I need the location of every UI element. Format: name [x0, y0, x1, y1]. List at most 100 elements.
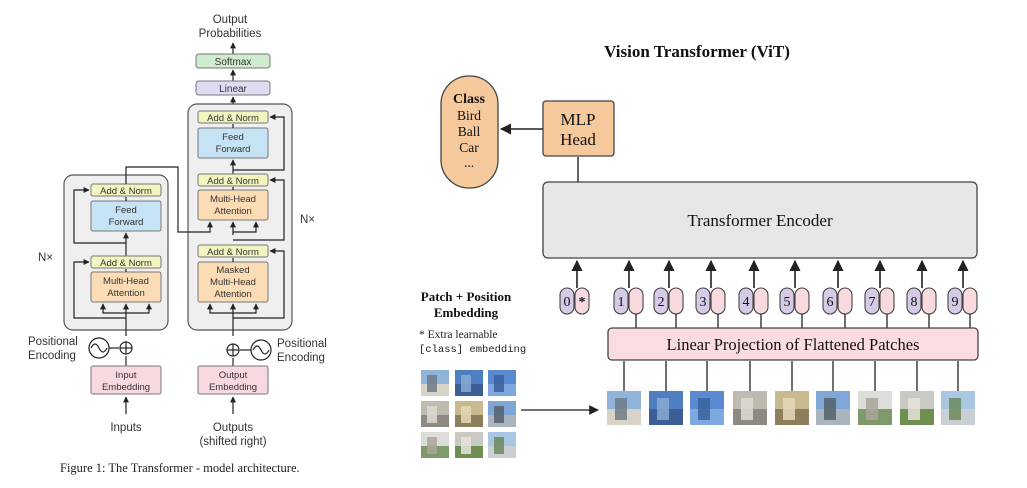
- class-output-pill: [440, 75, 499, 189]
- encoder-residual-1: [73, 259, 126, 319]
- decoder-feed-forward-label-1: Feed: [222, 132, 244, 143]
- position-number-7: 7: [869, 295, 876, 310]
- output-embedding-label-1: Output: [219, 370, 248, 381]
- figure-caption: Figure 1: The Transformer - model archit…: [60, 461, 300, 475]
- position-number-8: 8: [911, 295, 918, 310]
- encoder-block: [63, 174, 169, 331]
- position-token-7: [864, 287, 880, 315]
- position-number-4: 4: [743, 295, 750, 310]
- position-number-5: 5: [784, 295, 791, 310]
- masked-attention-label-2: Multi-Head: [210, 277, 256, 288]
- output-embedding-label-2: Embedding: [209, 382, 257, 393]
- class-item-bird: Bird: [457, 108, 481, 123]
- patch-token-6: [837, 287, 853, 315]
- decoder-feed-forward-label-2: Forward: [216, 144, 251, 155]
- position-token-3: [695, 287, 711, 315]
- decoder-residual-2: [233, 177, 285, 241]
- position-number-2: 2: [658, 295, 665, 310]
- encoder-add-norm-1-label: Add & Norm: [100, 258, 152, 269]
- outputs-label-2: (shifted right): [199, 436, 266, 448]
- position-number-0: 0: [564, 295, 571, 310]
- linear-projection-box: [607, 327, 979, 361]
- transformer-encoder-label: Transformer Encoder: [687, 211, 833, 230]
- image-patch-4: [733, 391, 767, 425]
- encoder-residual-2: [73, 187, 126, 244]
- encoder-add-norm-1: [90, 255, 162, 269]
- decoder-pos-enc-label-2: Encoding: [277, 352, 325, 364]
- grid-patch-1: [421, 370, 449, 396]
- patch-token-4: [753, 287, 769, 315]
- transformer-diagram: Output Probabilities Softmax Linear N× N…: [28, 14, 327, 475]
- grid-patch-4: [421, 401, 449, 427]
- output-probabilities-label-1: Output: [213, 14, 248, 26]
- image-patch-8: [900, 391, 934, 425]
- position-token-9: [947, 287, 963, 315]
- image-patch-grid: [421, 370, 516, 458]
- vit-title: Vision Transformer (ViT): [604, 42, 790, 61]
- output-probabilities-label-2: Probabilities: [199, 28, 262, 40]
- patch-token-0: [574, 287, 590, 315]
- decoder-add-norm-1: [197, 244, 269, 258]
- patch-position-label-2: Embedding: [434, 305, 499, 320]
- encoder-mha-label-2: Attention: [107, 288, 145, 299]
- grid-patch-7: [421, 432, 449, 458]
- position-number-3: 3: [700, 295, 707, 310]
- patch-token-3: [710, 287, 726, 315]
- masked-attention-label-3: Attention: [214, 289, 252, 300]
- grid-patch-5: [455, 401, 483, 427]
- input-embedding-label-1: Input: [115, 370, 136, 381]
- class-item-car: Car: [459, 140, 479, 155]
- linear-projection-label: Linear Projection of Flattened Patches: [667, 335, 920, 354]
- inputs-label: Inputs: [110, 422, 142, 434]
- transformer-encoder-box: [542, 181, 978, 259]
- decoder-add-norm-2: [197, 173, 269, 187]
- grid-patch-3: [488, 370, 516, 396]
- decoder-pos-enc-label-1: Positional: [277, 338, 327, 350]
- decoder-residual-1: [233, 248, 285, 319]
- encoder-mha-label-1: Multi-Head: [103, 276, 149, 287]
- patch-token-8: [921, 287, 937, 315]
- position-number-1: 1: [618, 295, 625, 310]
- decoder-mha-label-1: Multi-Head: [210, 194, 256, 205]
- position-token-8: [906, 287, 922, 315]
- decoder-input-arrow-right: [233, 303, 259, 314]
- masked-attention-label-1: Masked: [216, 265, 249, 276]
- encoder-nx-label: N×: [38, 252, 53, 264]
- image-patch-9: [941, 391, 975, 425]
- grid-patch-2: [455, 370, 483, 396]
- decoder-add-norm-1-label: Add & Norm: [207, 247, 259, 258]
- patch-token-9: [962, 287, 978, 315]
- position-token-2: [653, 287, 669, 315]
- linear-label: Linear: [219, 84, 247, 95]
- class-embedding-label: [class] embedding: [419, 344, 526, 356]
- encoder-feed-forward-label-1: Feed: [115, 205, 137, 216]
- image-patch-3: [690, 391, 724, 425]
- position-token-4: [738, 287, 754, 315]
- patch-row: [607, 361, 975, 425]
- encoder-pos-enc-label-1: Positional: [28, 336, 78, 348]
- output-embedding-box: [197, 365, 269, 395]
- encoder-input-arrow-right: [126, 303, 152, 314]
- position-token-6: [822, 287, 838, 315]
- mlp-head-label-2: Head: [560, 130, 596, 149]
- decoder-add-norm-3: [197, 110, 269, 124]
- grid-patch-8: [455, 432, 483, 458]
- vit-diagram: Vision Transformer (ViT) Class Bird Ball…: [419, 42, 979, 458]
- softmax-box: [195, 53, 271, 69]
- position-number-9: 9: [952, 295, 959, 310]
- patch-position-label-1: Patch + Position: [421, 289, 512, 304]
- input-embedding-label-2: Embedding: [102, 382, 150, 393]
- encoder-add-norm-2-label: Add & Norm: [100, 186, 152, 197]
- decoder-add-norm-2-label: Add & Norm: [207, 176, 259, 187]
- decoder-sine-wave: [252, 345, 270, 355]
- image-patch-1: [607, 391, 641, 425]
- softmax-label: Softmax: [215, 57, 252, 68]
- decoder-input-arrow-left: [207, 303, 233, 314]
- encoder-to-decoder-arrow: [125, 166, 213, 233]
- position-number-6: 6: [827, 295, 834, 310]
- decoder-add-norm-3-label: Add & Norm: [207, 113, 259, 124]
- patch-token-1: [628, 287, 644, 315]
- patch-token-2: [668, 287, 684, 315]
